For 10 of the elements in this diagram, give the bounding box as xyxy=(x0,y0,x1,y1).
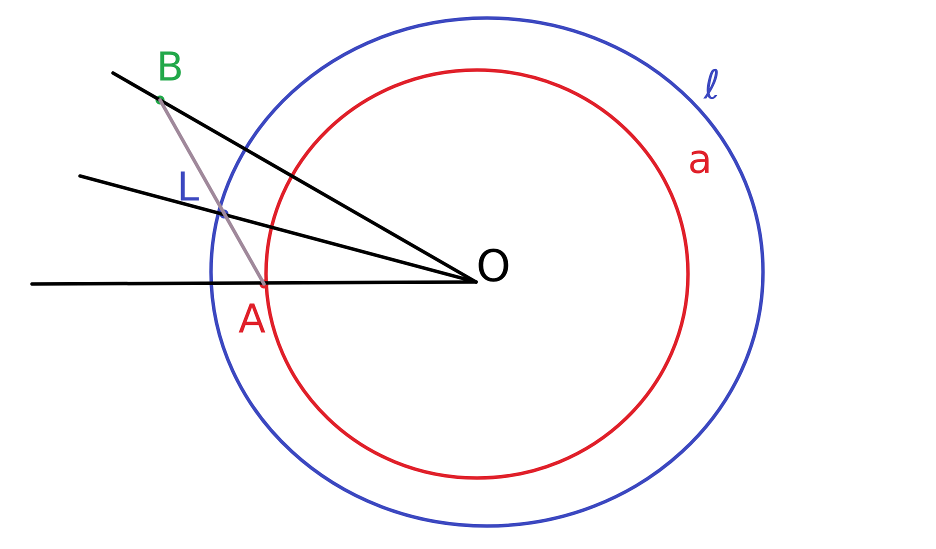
ray xyxy=(30,280,478,286)
point-label: O xyxy=(478,248,508,282)
point-label: B xyxy=(160,51,181,81)
segment xyxy=(158,98,266,286)
point-label: A xyxy=(238,303,266,333)
ray xyxy=(111,71,478,284)
circle-label: a xyxy=(690,150,709,174)
ray xyxy=(78,174,478,284)
point-label: L xyxy=(180,171,199,201)
circle-label: ℓ xyxy=(703,68,718,100)
